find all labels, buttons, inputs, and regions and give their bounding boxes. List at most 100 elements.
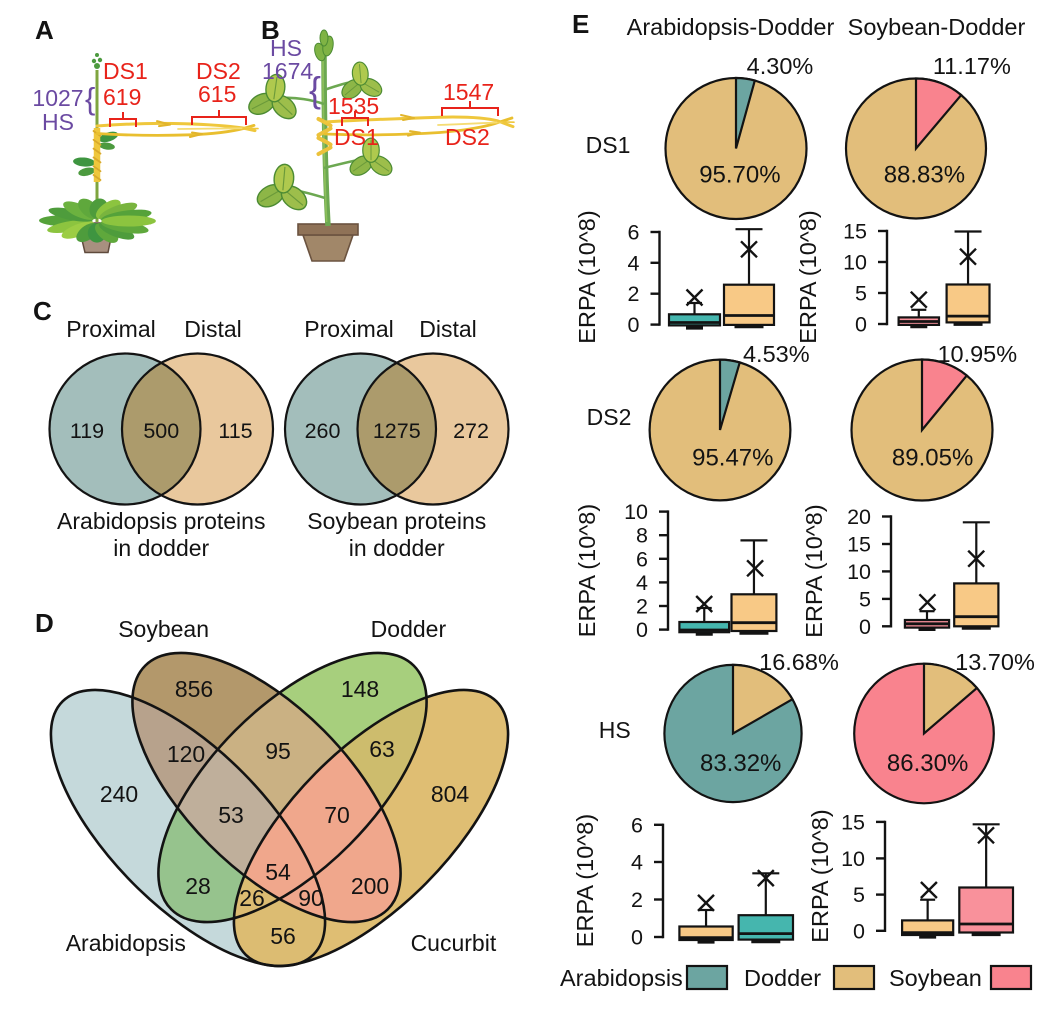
svg-text:2: 2 [636,595,648,619]
svg-text:1535: 1535 [328,93,379,119]
svg-text:{: { [85,81,95,116]
svg-text:70: 70 [324,802,350,828]
svg-text:Soybean-Dodder: Soybean-Dodder [848,14,1026,40]
svg-text:6: 6 [631,813,643,837]
svg-text:DS1: DS1 [334,124,379,150]
svg-text:115: 115 [218,419,252,443]
svg-text:DS2: DS2 [196,58,241,84]
svg-text:Distal: Distal [184,316,242,342]
svg-text:Dodder: Dodder [371,616,447,642]
svg-text:Soybean proteins: Soybean proteins [307,508,486,534]
svg-text:856: 856 [175,676,213,702]
svg-text:0: 0 [853,919,865,943]
svg-text:in dodder: in dodder [349,535,445,561]
svg-text:HS: HS [270,35,302,61]
svg-text:89.05%: 89.05% [892,445,973,472]
svg-text:in dodder: in dodder [113,535,209,561]
svg-text:HS: HS [599,717,631,743]
svg-text:4: 4 [628,251,640,275]
svg-text:A: A [35,15,54,45]
svg-text:Proximal: Proximal [66,316,155,342]
svg-text:15: 15 [843,220,867,244]
svg-text:10: 10 [843,251,867,275]
svg-text:240: 240 [100,781,138,807]
svg-text:1027: 1027 [32,85,83,111]
svg-text:ERPA (10^8): ERPA (10^8) [574,210,600,343]
svg-text:15: 15 [847,533,871,557]
svg-text:54: 54 [265,859,291,885]
svg-text:148: 148 [341,676,379,702]
svg-text:D: D [35,608,54,638]
svg-text:2: 2 [631,888,643,912]
svg-text:Arabidopsis proteins: Arabidopsis proteins [57,508,265,534]
svg-text:ERPA (10^8): ERPA (10^8) [795,210,821,343]
svg-text:C: C [33,296,52,326]
svg-text:56: 56 [270,923,296,949]
svg-text:DS2: DS2 [587,404,632,430]
svg-text:272: 272 [453,419,489,443]
svg-text:119: 119 [70,419,104,443]
svg-text:95.70%: 95.70% [699,162,780,189]
svg-text:120: 120 [167,741,205,767]
svg-text:5: 5 [859,587,871,611]
svg-text:DS1: DS1 [586,132,631,158]
svg-text:ERPA (10^8): ERPA (10^8) [807,809,833,942]
svg-text:16.68%: 16.68% [759,649,839,675]
svg-text:615: 615 [198,81,236,107]
svg-text:Soybean: Soybean [889,965,982,991]
svg-text:1674: 1674 [262,58,313,84]
svg-text:1547: 1547 [443,79,494,105]
svg-text:5: 5 [853,883,865,907]
svg-text:90: 90 [298,885,324,911]
svg-text:260: 260 [305,419,341,443]
svg-text:8: 8 [636,524,648,548]
svg-text:619: 619 [103,84,141,110]
svg-text:ERPA (10^8): ERPA (10^8) [572,814,598,947]
svg-text:DS2: DS2 [445,124,490,150]
svg-text:0: 0 [636,618,648,642]
svg-text:95: 95 [265,738,291,764]
svg-text:Arabidopsis: Arabidopsis [560,965,683,991]
svg-text:E: E [572,9,589,39]
svg-text:28: 28 [185,873,211,899]
svg-text:4: 4 [636,571,648,595]
svg-text:26: 26 [239,885,265,911]
svg-text:Soybean: Soybean [118,616,209,642]
svg-text:88.83%: 88.83% [884,162,965,189]
svg-text:Arabidopsis-Dodder: Arabidopsis-Dodder [627,14,835,40]
svg-text:Distal: Distal [419,316,477,342]
svg-text:0: 0 [855,313,867,337]
svg-text:2: 2 [628,282,640,306]
svg-text:10.95%: 10.95% [937,341,1017,367]
svg-text:63: 63 [369,736,395,762]
svg-text:DS1: DS1 [103,58,148,84]
svg-text:10: 10 [841,847,865,871]
svg-text:6: 6 [636,547,648,571]
svg-text:6: 6 [628,221,640,245]
svg-text:4.30%: 4.30% [747,53,814,79]
svg-text:13.70%: 13.70% [955,649,1035,675]
svg-text:B: B [261,15,280,45]
svg-text:0: 0 [859,615,871,639]
svg-text:0: 0 [631,926,643,950]
svg-text:10: 10 [847,560,871,584]
svg-text:804: 804 [431,781,470,807]
svg-text:{: { [309,69,321,110]
svg-text:200: 200 [351,873,389,899]
svg-text:95.47%: 95.47% [692,445,773,472]
svg-text:ERPA (10^8): ERPA (10^8) [574,504,600,637]
svg-text:ERPA (10^8): ERPA (10^8) [801,504,827,637]
svg-text:Cucurbit: Cucurbit [411,930,497,956]
svg-text:4: 4 [631,851,643,875]
svg-text:500: 500 [143,419,179,443]
svg-text:20: 20 [847,505,871,529]
svg-text:Arabidopsis: Arabidopsis [66,930,186,956]
svg-text:1275: 1275 [373,419,421,443]
svg-text:5: 5 [855,282,867,306]
svg-text:53: 53 [218,802,244,828]
svg-text:HS: HS [42,109,74,135]
svg-text:15: 15 [841,810,865,834]
svg-text:Dodder: Dodder [744,965,821,991]
svg-text:Proximal: Proximal [304,316,393,342]
svg-text:4.53%: 4.53% [743,341,810,367]
